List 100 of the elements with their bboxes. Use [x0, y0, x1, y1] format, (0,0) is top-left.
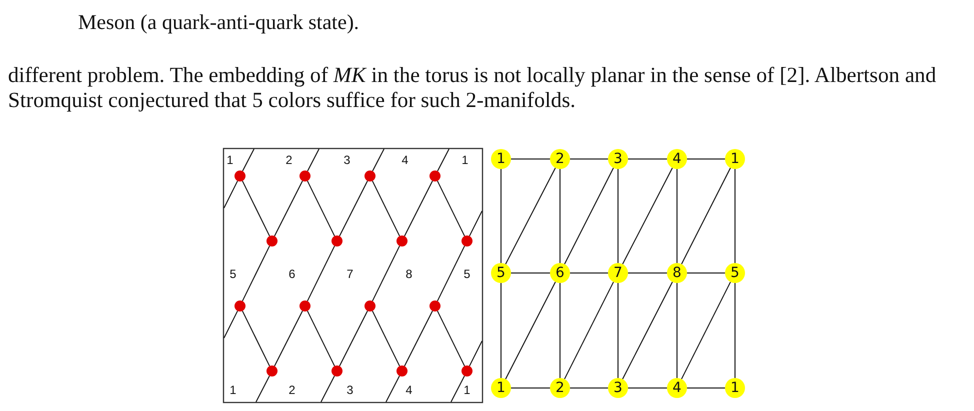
wrap-edge-line [242, 148, 254, 172]
graph-edge-line [622, 281, 673, 380]
graph-vertex: 6 [550, 263, 570, 283]
graph-edge-line [628, 272, 668, 274]
graph-edge-line [510, 272, 550, 274]
region-number: 7 [346, 268, 354, 280]
graph-edge-line [676, 282, 678, 378]
graph-edge-line [436, 310, 466, 367]
wrap-edge-line [468, 340, 482, 367]
graph-vertex: 1 [491, 378, 511, 398]
region-number: 1 [226, 154, 234, 166]
graph-edge-line [242, 180, 270, 237]
region-number: 3 [346, 384, 354, 396]
wrap-edge-line [307, 148, 320, 172]
graph-edge-line [681, 281, 731, 380]
graph-edge-line [564, 281, 614, 380]
text-line: Meson (a quark-anti-quark state). [78, 10, 360, 35]
graph-edge-line [306, 180, 336, 237]
region-number: 2 [286, 154, 292, 166]
region-number: 6 [288, 268, 296, 280]
graph-edge-line [306, 245, 336, 302]
region-number: 1 [464, 384, 470, 396]
graph-edge-line [274, 180, 303, 237]
vertex-dot [266, 366, 278, 376]
region-number: 2 [288, 384, 296, 396]
region-number: 1 [230, 384, 236, 396]
graph-vertex: 5 [725, 263, 745, 283]
graph-edge-line [372, 245, 400, 302]
wrap-edge-line [320, 375, 335, 402]
wrap-edge-line [224, 180, 238, 208]
wrap-edge-line [386, 375, 400, 402]
vertex-dot [396, 366, 408, 376]
paragraph: different problem. The embedding of MK in the torus is not locally planar in the sense of [2]. Albertson and Stromquist conjectured that 5 colors suffice for such 2-manifolds. [8, 63, 938, 113]
vertex-dot [462, 366, 472, 376]
graph-edge-line [686, 272, 726, 274]
vertex-dot [396, 236, 408, 246]
wrap-edge-line [450, 375, 465, 402]
region-number: 8 [406, 268, 412, 280]
wrap-edge-line [437, 148, 450, 172]
graph-vertex: 2 [550, 378, 570, 398]
graph-vertex: 5 [491, 263, 511, 283]
vertex-dot [332, 366, 342, 376]
graph-edge-line [622, 167, 673, 265]
graph-edge-line [404, 310, 433, 367]
graph-vertex: 4 [667, 378, 687, 398]
graph-vertex: 3 [608, 149, 628, 169]
graph-edge-line [570, 158, 608, 160]
graph-edge-line [372, 310, 400, 367]
region-number: 4 [402, 154, 408, 166]
vertex-dot [430, 300, 440, 312]
graph-edge-line [339, 180, 368, 237]
graph-edge-line [628, 158, 668, 160]
region-number: 5 [230, 268, 236, 280]
graph-vertex: 2 [550, 149, 570, 169]
graph-vertex: 1 [491, 149, 511, 169]
graph-edge-line [242, 310, 270, 367]
graph-vertex: 1 [725, 378, 745, 398]
graph-edge-line [570, 272, 608, 274]
wrap-edge-line [224, 310, 238, 338]
graph-edge-line [274, 310, 303, 367]
graph-vertex: 3 [608, 378, 628, 398]
graph-vertex: 7 [608, 263, 628, 283]
vertex-dot [462, 236, 472, 246]
vertex-dot [300, 300, 310, 312]
vertex-dot [364, 300, 376, 312]
graph-edge-line [686, 158, 726, 160]
graph-edge-line [681, 167, 731, 265]
graph-edge-line [306, 310, 336, 367]
region-number: 4 [406, 384, 412, 396]
graph-vertex: 1 [725, 149, 745, 169]
region-number: 1 [462, 154, 468, 166]
vertex-dot [430, 170, 440, 182]
vertex-dot [300, 170, 310, 182]
graph-edge-line [734, 282, 736, 378]
vertex-dot [234, 300, 246, 312]
graph-edge-line [676, 168, 678, 264]
vertex-dot [234, 170, 246, 182]
graph-vertex: 8 [667, 263, 687, 283]
wrap-edge-line [468, 210, 482, 237]
graph-edge-line [510, 158, 550, 160]
graph-edge-line [505, 167, 556, 265]
graph-edge-line [505, 281, 556, 380]
graph-edge-line [339, 310, 368, 367]
vertex-dot [266, 236, 278, 246]
graph-edge-line [564, 167, 614, 265]
wrap-edge-line [372, 148, 384, 172]
graph-edge-line [500, 168, 502, 264]
graph-edge-line [734, 168, 736, 264]
graph-edge-line [436, 180, 466, 237]
graph-edge-line [372, 180, 400, 237]
graph-edge-line [436, 245, 466, 302]
region-number: 3 [344, 154, 350, 166]
vertex-dot [332, 236, 342, 246]
vertex-dot [364, 170, 376, 182]
graph-edge-line [500, 282, 502, 378]
wrap-edge-line [256, 375, 270, 402]
graph-edge-line [404, 180, 433, 237]
graph-vertex: 4 [667, 149, 687, 169]
region-number: 5 [464, 268, 470, 280]
graph-edge-line [242, 245, 270, 302]
